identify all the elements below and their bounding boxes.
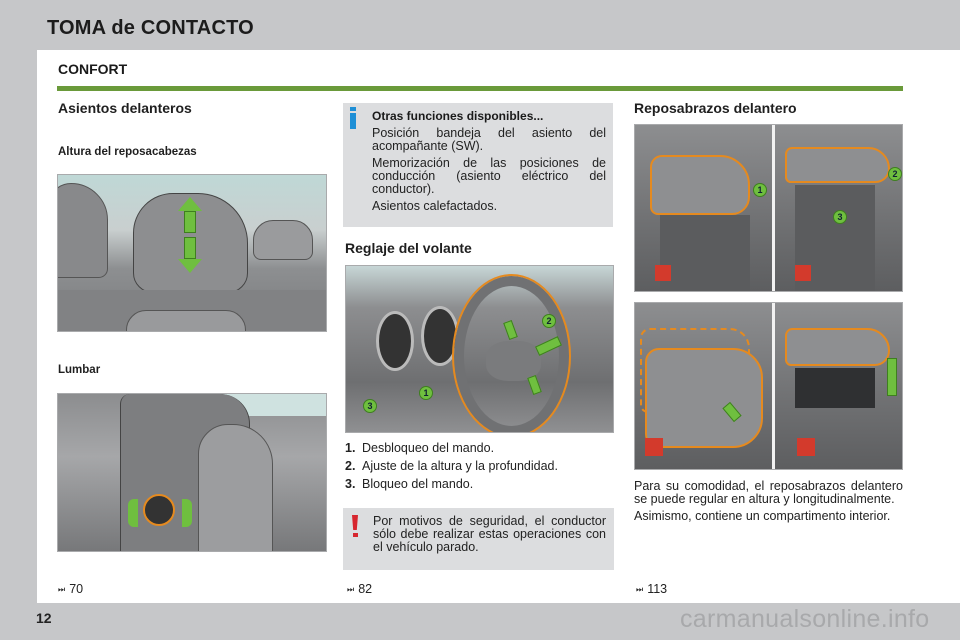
step-3-badge: 3 [363, 399, 377, 413]
next-page-icon: ⏭ [58, 585, 65, 594]
warning-text: Por motivos de seguridad, el conductor s… [373, 514, 606, 554]
page-number: 12 [36, 610, 52, 626]
step-2-badge: 2 [542, 314, 556, 328]
info-paragraph: Memorización de las posiciones de conduc… [372, 156, 606, 196]
list-item: 1.Desbloqueo del mando. [345, 441, 495, 455]
step-2-badge: 2 [888, 167, 902, 181]
section-divider [57, 86, 903, 91]
armrest-description: Para su comodidad, el reposabrazos delan… [634, 480, 903, 527]
steering-wheel-illustration: 1 2 3 [345, 265, 614, 433]
page-header-title: TOMA de CONTACTO [47, 17, 254, 39]
rotate-right-arrow-icon [182, 499, 192, 527]
armrest-paragraph: Asimismo, contiene un compartimento inte… [634, 509, 891, 523]
xref-page-113[interactable]: ⏭113 [636, 582, 668, 596]
steering-steps-list: 1.Desbloqueo del mando. 2.Ajuste de la a… [345, 439, 558, 493]
next-page-icon: ⏭ [347, 585, 354, 594]
watermark: carmanualsonline.info [680, 605, 930, 633]
info-box: Otras funciones disponibles... Posición … [343, 103, 613, 227]
headrest-illustration [57, 174, 327, 332]
section-title: CONFORT [58, 61, 128, 77]
xref-page-70[interactable]: ⏭70 [58, 582, 84, 596]
next-page-icon: ⏭ [636, 585, 643, 594]
step-1-badge: 1 [419, 386, 433, 400]
armrest-heading: Reposabrazos delantero [634, 100, 797, 116]
lumbar-subheading: Lumbar [58, 364, 101, 376]
step-1-badge: 1 [753, 183, 767, 197]
front-seats-heading: Asientos delanteros [58, 100, 192, 116]
lift-arrow-icon [887, 358, 897, 396]
info-paragraph: Asientos calefactados. [372, 199, 498, 213]
up-arrow-icon [178, 197, 202, 211]
lumbar-knob-icon [143, 494, 175, 526]
armrest-paragraph: Para su comodidad, el reposabrazos delan… [634, 479, 903, 506]
lumbar-illustration [57, 393, 327, 552]
headrest-height-subheading: Altura del reposacabezas [58, 146, 197, 158]
list-item: 3.Bloqueo del mando. [345, 477, 474, 491]
step-3-badge: 3 [833, 210, 847, 224]
info-paragraph: Posición bandeja del asiento del acompañ… [372, 126, 606, 153]
xref-page-82[interactable]: ⏭82 [347, 582, 373, 596]
armrest-height-illustration: 1 2 3 [634, 124, 903, 292]
down-arrow-icon [178, 259, 202, 273]
info-box-title: Otras funciones disponibles... [372, 109, 544, 123]
armrest-slide-illustration [634, 302, 903, 470]
rotate-left-arrow-icon [128, 499, 138, 527]
steering-wheel-heading: Reglaje del volante [345, 240, 472, 256]
list-item: 2.Ajuste de la altura y la profundidad. [345, 459, 558, 473]
warning-box: Por motivos de seguridad, el conductor s… [343, 508, 614, 570]
